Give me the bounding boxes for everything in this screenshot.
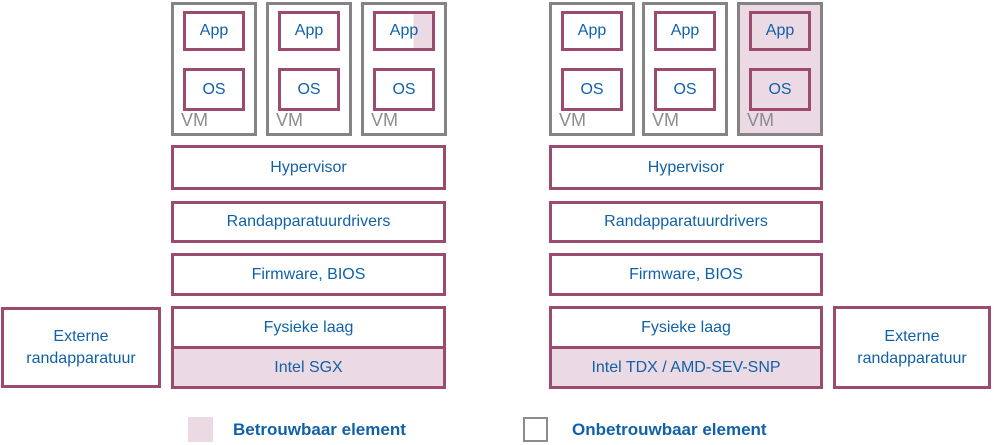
app-box: App bbox=[278, 11, 340, 51]
os-label: OS bbox=[297, 80, 321, 98]
physical-layer-section: Fysieke laag bbox=[174, 309, 443, 346]
layer-firmware-bios: Firmware, BIOS bbox=[549, 253, 823, 296]
physical-layer-label: Fysieke laag bbox=[263, 318, 354, 336]
os-label: OS bbox=[202, 80, 226, 98]
layer-firmware-bios-label: Firmware, BIOS bbox=[629, 265, 743, 283]
vm-box-trusted: App OS VM bbox=[737, 2, 823, 136]
app-box: App bbox=[183, 11, 245, 51]
layer-peripheral-drivers-label: Randapparatuurdrivers bbox=[604, 213, 768, 230]
app-box-trusted: App bbox=[749, 11, 811, 51]
external-peripherals-box: Externe randapparatuur bbox=[833, 306, 991, 389]
layer-physical-tdx-sev: Fysieke laag Intel TDX / AMD-SEV-SNP bbox=[549, 306, 823, 389]
layer-peripheral-drivers: Randapparatuurdrivers bbox=[549, 201, 823, 243]
tee-section-sgx: Intel SGX bbox=[174, 346, 443, 386]
vm-box: App OS VM bbox=[266, 2, 352, 136]
layer-peripheral-drivers: Randapparatuurdrivers bbox=[171, 201, 446, 243]
vm-box: App OS VM bbox=[171, 2, 257, 136]
os-box: OS bbox=[373, 68, 435, 111]
vm-label: VM bbox=[181, 110, 208, 130]
layer-firmware-bios: Firmware, BIOS bbox=[171, 253, 446, 296]
app-box: App bbox=[654, 11, 716, 51]
os-label: OS bbox=[392, 80, 416, 98]
external-peripherals-label: Externe randapparatuur bbox=[26, 327, 136, 367]
os-box: OS bbox=[561, 68, 623, 111]
layer-physical-sgx: Fysieke laag Intel SGX bbox=[171, 306, 446, 389]
tee-label-tdx-sev: Intel TDX / AMD-SEV-SNP bbox=[591, 358, 781, 376]
external-peripherals-box: Externe randapparatuur bbox=[1, 307, 161, 388]
tee-label-sgx: Intel SGX bbox=[274, 358, 343, 376]
layer-hypervisor: Hypervisor bbox=[171, 145, 446, 190]
external-peripherals-label: Externe randapparatuur bbox=[857, 327, 967, 367]
layer-hypervisor: Hypervisor bbox=[549, 145, 823, 190]
app-label: App bbox=[670, 22, 700, 39]
os-label: OS bbox=[768, 80, 792, 98]
os-label: OS bbox=[580, 80, 604, 98]
vm-label: VM bbox=[747, 110, 774, 130]
app-label: App bbox=[389, 22, 419, 39]
legend-untrusted-label: Onbetrouwbaar element bbox=[572, 419, 767, 439]
layer-firmware-bios-label: Firmware, BIOS bbox=[251, 265, 366, 283]
app-label: App bbox=[199, 22, 229, 39]
os-box: OS bbox=[654, 68, 716, 111]
vm-box: App OS VM bbox=[549, 2, 635, 136]
legend-trusted-swatch bbox=[188, 417, 213, 442]
physical-layer-label: Fysieke laag bbox=[641, 318, 731, 336]
layer-peripheral-drivers-label: Randapparatuurdrivers bbox=[226, 213, 391, 230]
os-box: OS bbox=[278, 68, 340, 111]
layer-hypervisor-label: Hypervisor bbox=[647, 158, 725, 176]
os-label: OS bbox=[673, 80, 697, 98]
app-label: App bbox=[577, 22, 607, 39]
vm-label: VM bbox=[276, 110, 303, 130]
os-box-trusted: OS bbox=[749, 68, 811, 111]
app-label: App bbox=[294, 22, 324, 39]
vm-box: App OS VM bbox=[361, 2, 447, 136]
legend-untrusted-swatch bbox=[523, 417, 548, 442]
vm-label: VM bbox=[559, 110, 586, 130]
app-label: App bbox=[765, 22, 795, 39]
vm-label: VM bbox=[371, 110, 398, 130]
physical-layer-section: Fysieke laag bbox=[552, 309, 820, 346]
app-box-partially-trusted: App bbox=[373, 11, 435, 51]
tee-section-tdx-sev: Intel TDX / AMD-SEV-SNP bbox=[552, 346, 820, 386]
os-box: OS bbox=[183, 68, 245, 111]
legend-trusted-label: Betrouwbaar element bbox=[233, 419, 406, 439]
app-box: App bbox=[561, 11, 623, 51]
vm-box: App OS VM bbox=[642, 2, 728, 136]
vm-label: VM bbox=[652, 110, 679, 130]
layer-hypervisor-label: Hypervisor bbox=[270, 158, 347, 176]
